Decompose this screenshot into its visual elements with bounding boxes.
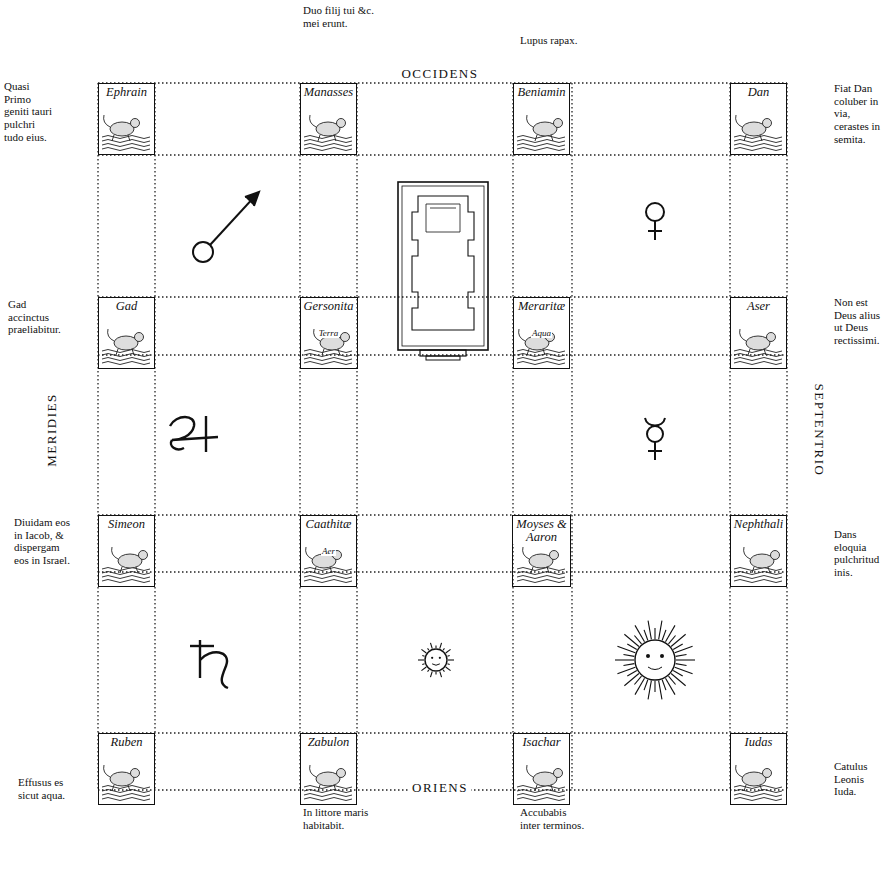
compass-direction: ORIENS <box>409 780 471 796</box>
blessing-verse: Effusus es sicut aqua. <box>18 776 78 801</box>
blessing-verse: Fiat Dan coluber in via, cerastes in sem… <box>834 82 882 145</box>
tribe-box: Simeon <box>98 515 155 587</box>
element-name: Aer <box>321 547 336 556</box>
blessing-verse: Lupus rapax. <box>520 34 580 47</box>
blessing-verse: Quasi Primo geniti tauri pulchri tudo ei… <box>4 80 54 143</box>
blessing-verse: Dans eloquia pulchritudinis. <box>834 528 882 579</box>
mercury-symbol <box>645 418 665 460</box>
jupiter-symbol <box>170 416 218 452</box>
tribe-name: Zabulon <box>306 734 352 749</box>
tribe-name: Aser <box>745 298 772 313</box>
tribe-box: Dan <box>730 83 787 155</box>
tribe-box: Nephthali <box>730 515 787 587</box>
blessing-verse: Gad accinctus praeliabitur. <box>8 298 62 336</box>
tribe-name: Gad <box>114 298 140 313</box>
blessing-verse: Non est Deus alius ut Deus rectissimi. <box>834 296 882 347</box>
blessing-verse: Accubabis inter terminos. <box>520 806 588 831</box>
blessing-verse: Duo filij tui &c. mei erunt. <box>303 4 375 29</box>
tribe-box: Aser <box>730 297 787 369</box>
tribe-box: Moyses & Aaron <box>512 515 571 587</box>
tribe-box: Ephrain <box>98 83 155 155</box>
compass-direction: OCCIDENS <box>398 66 481 82</box>
tribe-name: Dan <box>746 84 772 99</box>
element-name: Aqua <box>531 329 552 338</box>
tribe-box: Ruben <box>98 733 155 805</box>
element-name: Terra <box>318 329 340 338</box>
tribe-name: Ephrain <box>104 84 149 99</box>
blessing-verse: Diuidam eos in Iacob, & dispergam eos in… <box>14 516 76 567</box>
tribe-name: Meraritæ <box>516 298 567 313</box>
tribe-name: Moyses & Aaron <box>513 516 570 544</box>
tabernacle <box>398 182 488 360</box>
tribe-name: Simeon <box>106 516 147 531</box>
tribe-box: CaathitæAer <box>300 515 357 587</box>
tribe-name: Manasses <box>302 84 355 99</box>
saturn-symbol <box>190 640 228 688</box>
venus-symbol <box>646 203 664 240</box>
tribe-box: Gad <box>98 297 155 369</box>
tribe-box: Iudas <box>730 733 787 805</box>
tribe-name: Iudas <box>743 734 775 749</box>
tribe-name: Beniamin <box>516 84 568 99</box>
tribe-box: MeraritæAqua <box>513 297 570 369</box>
blessing-verse: In littore maris habitabit. <box>303 806 375 831</box>
tribe-name: Isachar <box>520 734 562 749</box>
mars-symbol <box>193 192 259 262</box>
tribe-name: Nephthali <box>732 516 785 531</box>
tribe-box: Manasses <box>300 83 357 155</box>
tribe-box: Zabulon <box>300 733 357 805</box>
tribe-name: Gersonita <box>302 298 356 313</box>
compass-direction: SEPTENTRIO <box>810 381 826 480</box>
tribe-name: Caathitæ <box>304 516 354 531</box>
compass-direction: MERIDIES <box>44 390 60 469</box>
tribe-box: Isachar <box>513 733 570 805</box>
blessing-verse: Catulus Leonis Iuda. <box>834 760 882 798</box>
tribe-emblems <box>102 115 782 801</box>
tribe-box: Beniamin <box>513 83 570 155</box>
sun-moon <box>418 621 695 700</box>
tribe-box: GersonitaTerra <box>300 297 358 369</box>
tribe-name: Ruben <box>109 734 145 749</box>
dotted-grid <box>98 83 787 790</box>
